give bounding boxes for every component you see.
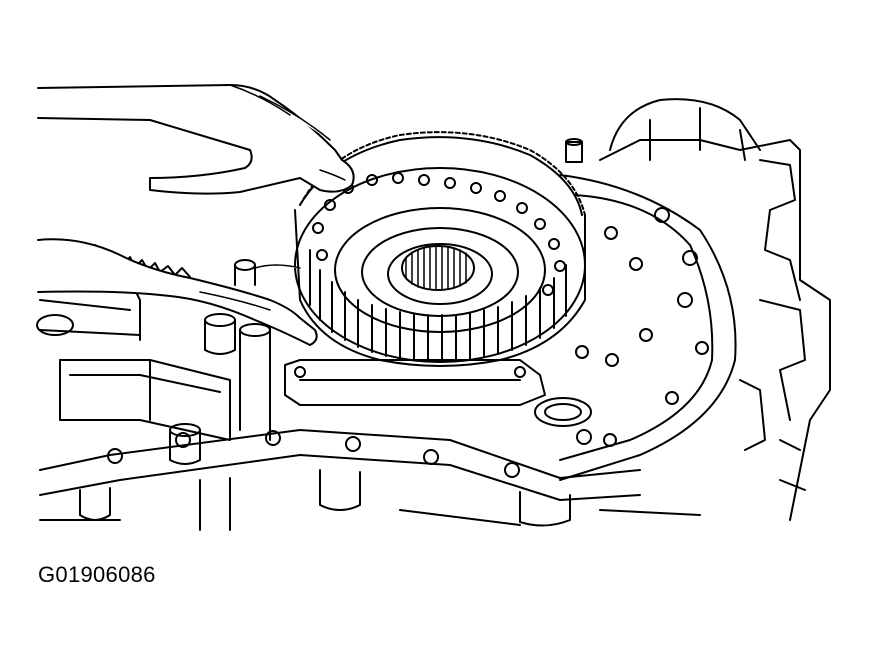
clutch-drum — [294, 131, 586, 367]
transmission-drum-illustration — [36, 84, 831, 531]
figure-code: G01906086 — [38, 562, 156, 587]
drum-spline-teeth — [309, 249, 567, 362]
transmission-case — [36, 98, 831, 531]
upper-hand — [37, 84, 355, 195]
lower-hand — [37, 238, 318, 346]
splined-bore — [401, 245, 475, 291]
drum-hole-ring — [312, 172, 566, 296]
